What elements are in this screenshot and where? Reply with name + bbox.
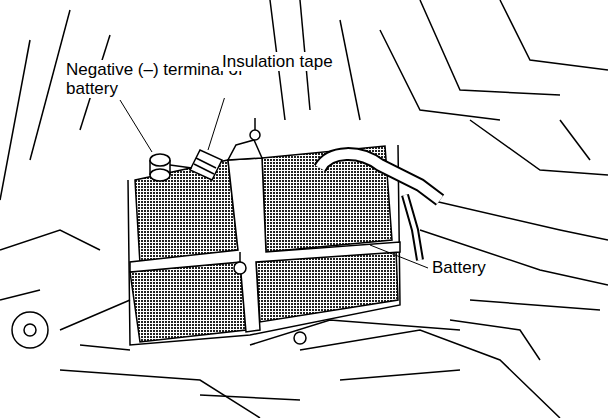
part-label: Insulation tape [220,52,335,71]
part-label: Negative (–) terminal of battery [64,60,246,98]
part-label: Battery [430,258,488,277]
